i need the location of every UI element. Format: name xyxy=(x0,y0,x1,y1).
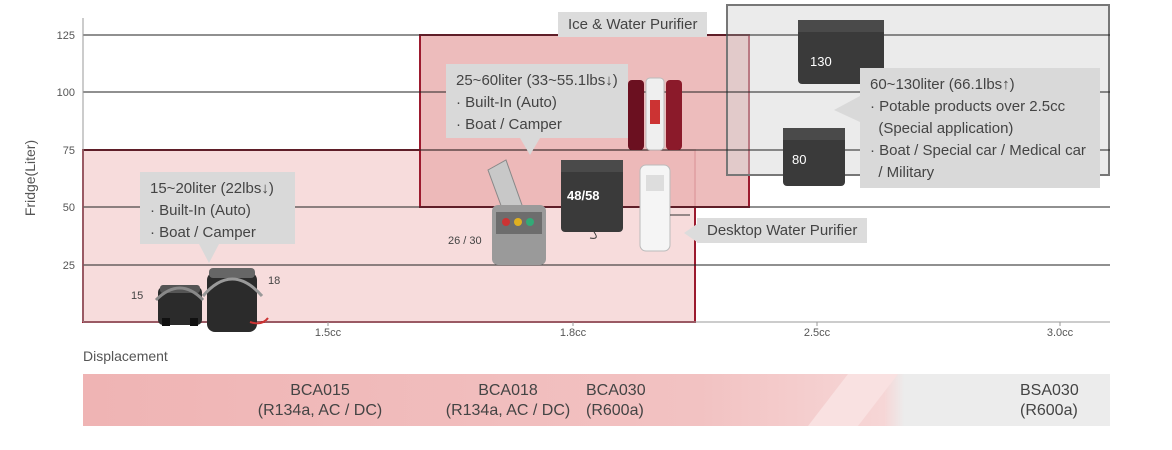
callout-small-item: · Boat / Camper xyxy=(150,224,256,241)
ice-water-purifier-tag: Ice & Water Purifier xyxy=(558,12,708,37)
capacity-label-48-58: 48/58 xyxy=(567,188,600,203)
x-tick-label: 2.5cc xyxy=(804,327,831,339)
model-name: BCA018 xyxy=(478,382,538,399)
capacity-label-15: 15 xyxy=(131,290,143,302)
fridge-26-30-icon xyxy=(487,159,546,265)
callout-small-title: 15~20liter (22lbs↓) xyxy=(150,180,274,197)
model-bca018: BCA018 (R134a, AC / DC) xyxy=(428,381,588,421)
x-tick-label: 1.5cc xyxy=(315,327,342,339)
model-refrigerant: (R134a, AC / DC) xyxy=(445,402,571,419)
y-tick-label: 50 xyxy=(63,202,75,214)
fridge-18-icon xyxy=(201,268,269,332)
x-axis-title: Displacement xyxy=(83,348,168,364)
y-axis-label: Fridge(Liter) xyxy=(22,140,38,216)
desktop-water-purifier-tag: Desktop Water Purifier xyxy=(697,218,868,243)
capacity-label-18: 18 xyxy=(268,275,280,287)
callout-large: 60~130liter (66.1lbs↑) · Potable product… xyxy=(860,68,1100,188)
callout-mid-item: · Built-In (Auto) xyxy=(456,94,557,111)
model-name: BSA030 xyxy=(1020,382,1079,399)
capacity-label-80: 80 xyxy=(792,152,806,167)
model-bsa030: BSA030 (R600a) xyxy=(1020,381,1100,421)
callout-small-pointer xyxy=(199,244,219,263)
y-tick-label: 75 xyxy=(63,145,75,157)
capacity-label-130: 130 xyxy=(810,54,832,69)
callout-mid-item: · Boat / Camper xyxy=(456,116,562,133)
model-band xyxy=(83,374,1110,426)
callout-small: 15~20liter (22lbs↓) · Built-In (Auto) · … xyxy=(140,172,295,244)
ice-water-purifier-icon xyxy=(628,77,682,151)
callout-large-item: · Boat / Special car / Medical car xyxy=(870,142,1086,159)
capacity-label-26-30: 26 / 30 xyxy=(448,235,482,247)
desktop-tag-pointer xyxy=(684,224,697,242)
callout-large-title: 60~130liter (66.1lbs↑) xyxy=(870,76,1015,93)
callout-mid-title: 25~60liter (33~55.1lbs↓) xyxy=(456,72,618,89)
fridge-15-icon xyxy=(154,285,205,326)
y-tick-label: 100 xyxy=(57,87,75,99)
callout-large-item: / Military xyxy=(870,164,935,181)
callout-large-item: · Potable products over 2.5cc xyxy=(870,98,1066,115)
model-refrigerant: (R134a, AC / DC) xyxy=(257,402,383,419)
model-refrigerant: (R600a) xyxy=(1020,402,1078,419)
model-name: BCA015 xyxy=(290,382,350,399)
callout-mid-pointer xyxy=(520,138,540,155)
desktop-purifier-icon xyxy=(639,164,690,252)
fridge-48-58-icon xyxy=(561,160,623,239)
model-band-slant xyxy=(808,374,898,426)
y-tick-label: 25 xyxy=(63,260,75,272)
x-tick-label: 1.8cc xyxy=(560,327,587,339)
x-tick-label: 3.0cc xyxy=(1047,327,1074,339)
callout-small-item: · Built-In (Auto) xyxy=(150,202,251,219)
model-bca030: BCA030 (R600a) xyxy=(586,381,676,421)
callout-large-pointer xyxy=(834,96,860,122)
model-bca015: BCA015 (R134a, AC / DC) xyxy=(240,381,400,421)
fridge-80-icon xyxy=(783,128,845,186)
model-name: BCA030 xyxy=(586,382,646,399)
model-refrigerant: (R600a) xyxy=(586,402,644,419)
callout-mid: 25~60liter (33~55.1lbs↓) · Built-In (Aut… xyxy=(446,64,628,138)
callout-large-item: (Special application) xyxy=(870,120,1014,137)
y-tick-label: 125 xyxy=(57,30,75,42)
x-axis-ticks xyxy=(327,322,1061,326)
